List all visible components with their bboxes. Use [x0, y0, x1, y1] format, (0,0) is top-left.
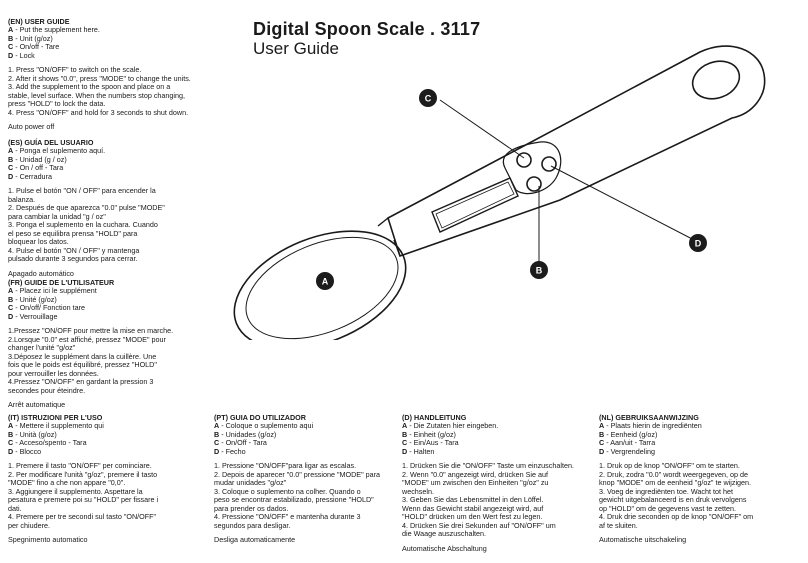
auto-off-note: Spegnimento automatico [8, 535, 88, 545]
list-item: B - Eenheid (g/oz) [599, 429, 658, 439]
list-item: D - Vergrendeling [599, 446, 655, 456]
instruction-steps: 1. Drücken Sie die "ON/OFF" Taste um ein… [402, 461, 574, 539]
auto-off-note: Automatische uitschakeling [599, 535, 687, 545]
list-item: A - Placez ici le supplément [8, 286, 97, 296]
list-item: B - Unit (g/oz) [8, 33, 53, 43]
svg-text:D: D [695, 239, 702, 249]
section-heading: (EN) USER GUIDE [8, 17, 70, 26]
scale-display [431, 177, 519, 233]
section-heading: (ES) GUÍA DEL USUARIO [8, 138, 94, 147]
button-right [541, 156, 557, 172]
spoon-scale-illustration: A C B D [233, 45, 766, 340]
list-item: A - Die Zutaten hier eingeben. [402, 421, 499, 431]
list-item: D - Fecho [214, 446, 246, 456]
list-item: D - Lock [8, 50, 35, 60]
list-item: C - Acceso/spento - Tara [8, 438, 87, 448]
section-heading: (NL) GEBRUIKSAANWIJZING [599, 413, 699, 422]
section-heading: (FR) GUIDE DE L'UTILISATEUR [8, 278, 115, 287]
callout-a: A [316, 272, 334, 290]
auto-off-note: Auto power off [8, 122, 55, 132]
list-item: D - Blocco [8, 446, 42, 456]
button-bottom [526, 176, 542, 192]
list-item: D - Halten [402, 446, 435, 456]
list-item: B - Unidad (g / oz) [8, 154, 67, 164]
section-de: (D) HANDLEITUNG A - Die Zutaten hier ein… [402, 413, 597, 553]
section-pt: (PT) GUIA DO UTILIZADOR A - Coloque o su… [214, 413, 396, 545]
section-it: (IT) ISTRUZIONI PER L'USO A - Mettere il… [8, 413, 208, 545]
button-top [516, 152, 532, 168]
handle-hole [691, 60, 741, 100]
list-item: A - Mettere il supplemento qui [8, 421, 104, 431]
list-item: C - On/off - Tare [8, 42, 60, 52]
svg-text:C: C [425, 94, 432, 104]
instruction-steps: 1. Pressione "ON/OFF"para ligar as escal… [214, 461, 381, 530]
auto-off-note: Arrêt automatique [8, 400, 66, 410]
section-es: (ES) GUÍA DEL USUARIO A - Ponga el suple… [8, 138, 233, 278]
instruction-steps: 1. Premere il tasto "ON/OFF" per cominci… [8, 461, 159, 530]
list-item: C - On/off/ Fonction tare [8, 303, 85, 313]
instruction-steps: 1. Pulse el botón "ON / OFF" para encend… [8, 186, 165, 264]
svg-text:A: A [322, 277, 329, 287]
page-title: Digital Spoon Scale . 3117 [253, 19, 481, 39]
page-subtitle: User Guide [253, 39, 339, 58]
list-item: D - Verrouillage [8, 311, 58, 321]
list-item: B - Unidades (g/oz) [214, 429, 277, 439]
list-item: B - Unité (g/oz) [8, 294, 57, 304]
list-item: C - Aan/uit - Tarra [599, 438, 656, 448]
instruction-steps: 1.Pressez "ON/OFF pour mettre la mise en… [8, 326, 174, 395]
list-item: C - On/Off - Tara [214, 438, 267, 448]
section-nl: (NL) GEBRUIKSAANWIJZING A - Plaats hieri… [599, 413, 799, 545]
list-item: A - Plaats hierin de ingrediënten [599, 421, 702, 431]
section-fr: (FR) GUIDE DE L'UTILISATEUR A - Placez i… [8, 278, 233, 410]
list-item: D - Cerradura [8, 171, 52, 181]
auto-off-note: Desliga automaticamente [214, 535, 296, 545]
list-item: A - Put the supplement here. [8, 25, 100, 35]
callout-d: D [689, 234, 707, 252]
list-item: A - Coloque o suplemento aqui [214, 421, 314, 431]
list-item: C - On / off - Tara [8, 163, 64, 173]
spoon-bowl [233, 230, 407, 340]
section-heading: (D) HANDLEITUNG [402, 413, 467, 422]
section-en: (EN) USER GUIDE A - Put the supplement h… [8, 17, 233, 132]
section-heading: (IT) ISTRUZIONI PER L'USO [8, 413, 103, 422]
callout-b: B [530, 261, 548, 279]
instruction-steps: 1. Press "ON/OFF" to switch on the scale… [8, 65, 191, 117]
instruction-steps: 1. Druk op de knop "ON/OFF" om te starte… [599, 461, 754, 530]
list-item: A - Ponga el suplemento aquí. [8, 146, 106, 156]
svg-text:B: B [536, 266, 543, 276]
auto-off-note: Apagado automático [8, 268, 74, 278]
section-heading: (PT) GUIA DO UTILIZADOR [214, 413, 306, 422]
callout-c: C [419, 89, 437, 107]
auto-off-note: Automatische Abschaltung [402, 543, 487, 553]
list-item: B - Unità (g/oz) [8, 429, 57, 439]
list-item: C - Ein/Aus - Tara [402, 438, 459, 448]
list-item: B - Einheit (g/oz) [402, 429, 456, 439]
scale-handle [387, 45, 766, 258]
